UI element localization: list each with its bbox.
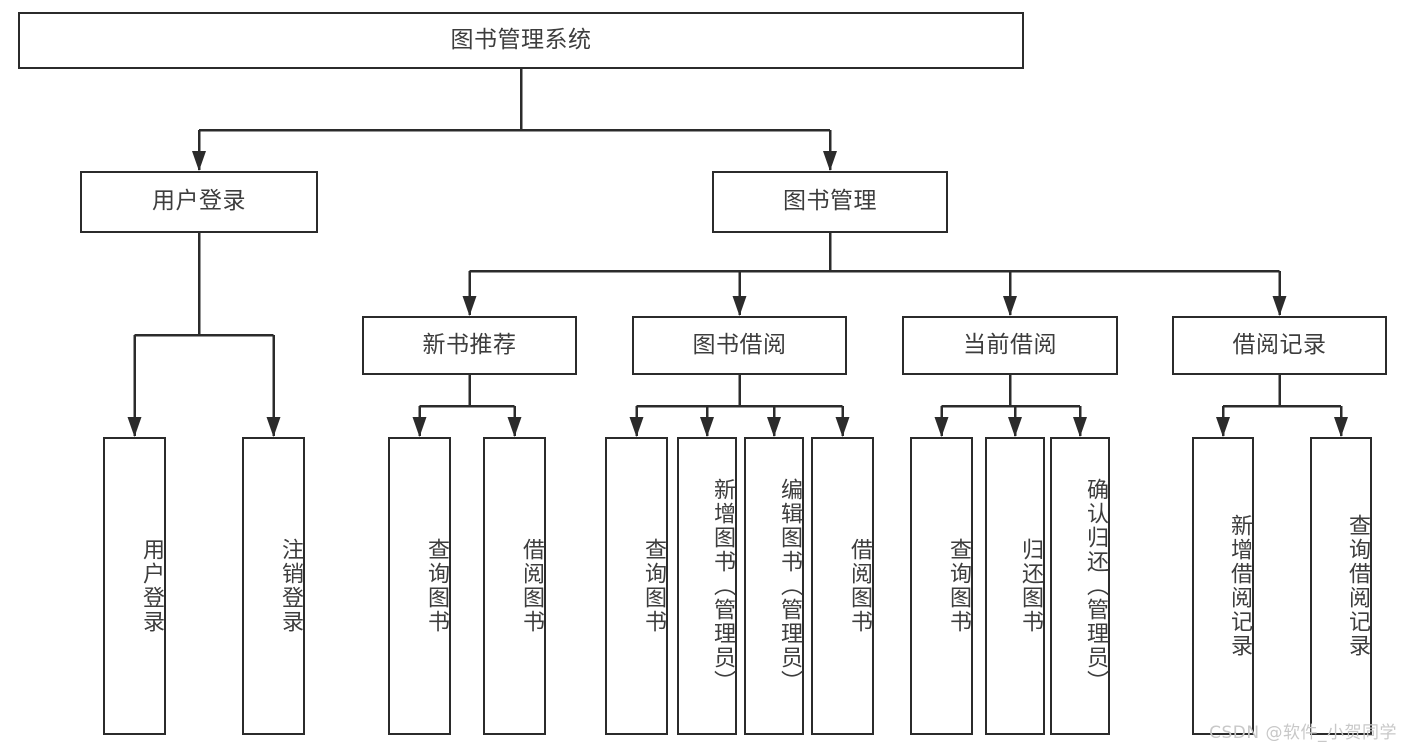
node-label: 查询图书: [946, 538, 971, 634]
node-leaf-query-book-1[interactable]: 查询图书: [388, 437, 451, 735]
node-label: 图书管理系统: [450, 26, 592, 53]
node-current-borrow[interactable]: 当前借阅: [902, 316, 1118, 375]
node-label: 新增图书（管理员）: [710, 478, 735, 694]
node-leaf-borrow-book-2[interactable]: 借阅图书: [811, 437, 874, 735]
node-label: 借阅图书: [847, 538, 872, 634]
node-label: 图书管理: [783, 188, 877, 215]
node-leaf-user-login[interactable]: 用户登录: [103, 437, 166, 735]
node-leaf-borrow-book-1[interactable]: 借阅图书: [483, 437, 546, 735]
node-book-borrow[interactable]: 图书借阅: [632, 316, 847, 375]
node-label: 注销登录: [278, 538, 303, 634]
node-label: 借阅记录: [1232, 331, 1327, 358]
node-leaf-add-record[interactable]: 新增借阅记录: [1192, 437, 1254, 735]
node-leaf-query-book-3[interactable]: 查询图书: [910, 437, 973, 735]
node-new-book-rec[interactable]: 新书推荐: [362, 316, 577, 375]
node-leaf-query-record[interactable]: 查询借阅记录: [1310, 437, 1372, 735]
node-label: 查询图书: [424, 538, 449, 634]
node-leaf-edit-book[interactable]: 编辑图书（管理员）: [744, 437, 804, 735]
node-label: 新书推荐: [422, 331, 517, 358]
node-book-manage[interactable]: 图书管理: [712, 171, 948, 233]
node-label: 图书借阅: [692, 331, 787, 358]
node-label: 查询借阅记录: [1345, 514, 1370, 658]
node-leaf-return-book[interactable]: 归还图书: [985, 437, 1045, 735]
node-leaf-query-book-2[interactable]: 查询图书: [605, 437, 668, 735]
node-label: 新增借阅记录: [1227, 514, 1252, 658]
node-root[interactable]: 图书管理系统: [18, 12, 1024, 69]
node-leaf-logout[interactable]: 注销登录: [242, 437, 305, 735]
node-leaf-add-book[interactable]: 新增图书（管理员）: [677, 437, 737, 735]
node-label: 用户登录: [139, 538, 164, 634]
node-label: 借阅图书: [519, 538, 544, 634]
node-label: 查询图书: [641, 538, 666, 634]
watermark: CSDN @软件_小贺同学: [1209, 723, 1397, 743]
node-label: 当前借阅: [963, 331, 1057, 358]
node-label: 用户登录: [152, 188, 246, 215]
node-label: 归还图书: [1018, 538, 1043, 634]
node-borrow-record[interactable]: 借阅记录: [1172, 316, 1387, 375]
node-label: 确认归还（管理员）: [1083, 478, 1108, 694]
node-label: 编辑图书（管理员）: [777, 478, 802, 694]
node-user-login[interactable]: 用户登录: [80, 171, 318, 233]
node-leaf-confirm-return[interactable]: 确认归还（管理员）: [1050, 437, 1110, 735]
